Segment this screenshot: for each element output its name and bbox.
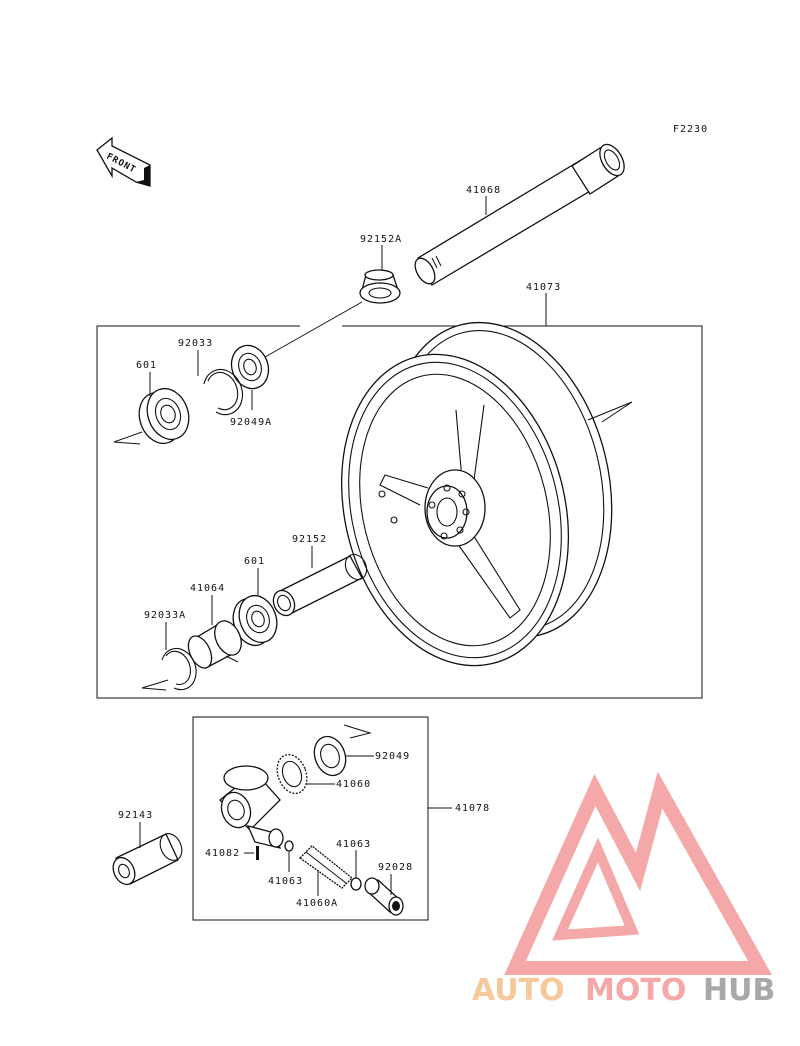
label-41082: 41082 (205, 848, 240, 859)
part-41064-meter-gear-housing[interactable] (184, 617, 247, 672)
part-41063-washer-right[interactable] (350, 877, 362, 891)
wheel-assembly-frame (96, 325, 703, 699)
label-41073: 41073 (526, 282, 561, 293)
label-41063-left: 41063 (268, 876, 303, 887)
label-92143: 92143 (118, 810, 153, 821)
part-41073-front-wheel[interactable] (310, 299, 643, 690)
part-41060-meter-gear[interactable] (272, 750, 312, 797)
label-92152A: 92152A (360, 234, 402, 245)
figure-code: F2230 (673, 124, 708, 135)
part-41068-axle[interactable] (411, 140, 629, 287)
label-92033: 92033 (178, 338, 213, 349)
label-41063-right: 41063 (336, 839, 371, 850)
label-601-lower: 601 (244, 556, 265, 567)
part-41063-washer-left[interactable] (284, 840, 294, 852)
label-92033A: 92033A (144, 610, 186, 621)
part-92028-bushing[interactable] (364, 877, 404, 916)
meter-gear-frame (192, 716, 429, 921)
label-41078: 41078 (455, 803, 490, 814)
part-92152-distance-collar[interactable] (269, 551, 370, 619)
label-92049A: 92049A (230, 417, 272, 428)
automotohub-logo: AUTO MOTO HUB (472, 771, 775, 1008)
label-41064: 41064 (190, 583, 225, 594)
logo-text-auto: AUTO (472, 973, 565, 1008)
logo-text-hub: HUB (703, 973, 775, 1008)
label-92028: 92028 (378, 862, 413, 873)
logo-text-moto: MOTO (585, 973, 686, 1008)
label-41068: 41068 (466, 185, 501, 196)
label-41060: 41060 (336, 779, 371, 790)
part-92033A-circlip[interactable] (161, 647, 197, 691)
part-92033-circlip[interactable] (203, 368, 243, 416)
label-92049: 92049 (375, 751, 410, 762)
part-41082-pin[interactable] (256, 846, 259, 860)
part-92049-oil-seal[interactable] (309, 732, 351, 780)
front-direction-arrow: FRONT (96, 136, 151, 187)
label-92152: 92152 (292, 534, 327, 545)
part-41078-meter-gear-housing[interactable] (217, 765, 284, 849)
part-601-bearing-upper[interactable] (132, 383, 195, 450)
part-92143-collar[interactable] (109, 830, 186, 888)
part-92049A-oil-seal[interactable] (226, 340, 275, 394)
label-601-upper: 601 (136, 360, 157, 371)
part-92152A-collar[interactable] (359, 269, 401, 304)
label-41060A: 41060A (296, 898, 338, 909)
part-41060A-pinion[interactable] (298, 845, 353, 889)
part-601-bearing-lower[interactable] (227, 590, 283, 650)
